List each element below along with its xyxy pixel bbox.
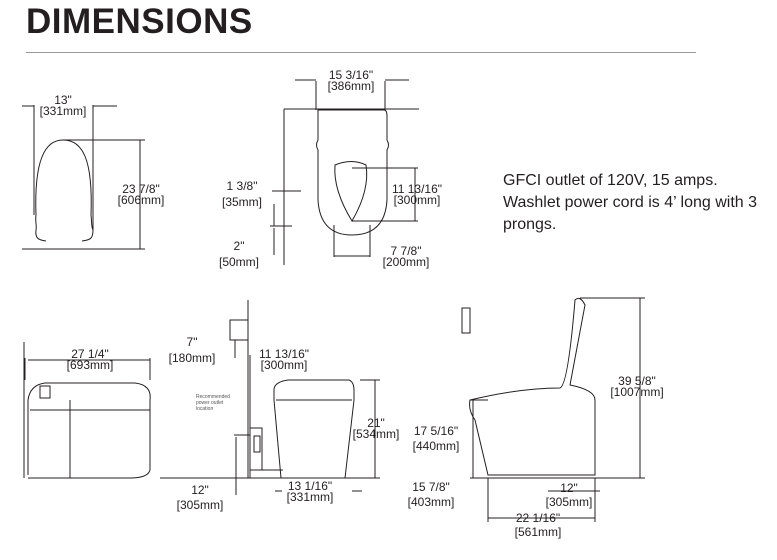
dim-rim-to-floor: 15 7/8"[403mm] <box>408 480 455 510</box>
dim-imperial: 12" <box>191 483 209 497</box>
dim-metric: [331mm] <box>286 490 334 504</box>
dim-imperial: 22 1/16" <box>515 511 561 525</box>
dim-lid-length: 23 7/8"[606mm] <box>117 182 165 207</box>
dim-metric: [200mm] <box>382 255 430 269</box>
power-note: GFCI outlet of 120V, 15 amps. Washlet pow… <box>503 170 757 236</box>
dim-supply-height: 7" [180mm] <box>169 334 216 366</box>
dim-imperial: 23 7/8" <box>122 182 160 196</box>
dim-lid-width: 13"[331mm] <box>39 93 87 118</box>
outlet-label-line: location <box>196 406 214 412</box>
dim-imperial: 27 1/4" <box>71 347 109 361</box>
side-view-lid-open <box>461 297 645 522</box>
dim-metric: [180mm] <box>168 351 216 365</box>
dim-bowl-width: 7 7/8"[200mm] <box>382 244 430 269</box>
dim-rough-in: 12"[305mm] <box>546 481 593 509</box>
outlet-label-line: power outlet <box>196 400 224 406</box>
dim-metric: [606mm] <box>117 193 165 207</box>
dim-base-width: 13 1/16"[331mm] <box>286 479 334 504</box>
dim-outlet-height: 12"[305mm] <box>177 483 224 513</box>
dim-rim-height: 17 5/16"[440mm] <box>413 424 460 454</box>
dim-metric: [534mm] <box>352 427 400 441</box>
title-divider <box>26 52 696 53</box>
dim-wall-to-center: 11 13/16"[300mm] <box>258 347 310 372</box>
dim-imperial: 39 5/8" <box>618 374 656 388</box>
dim-seat-width: 15 3/16"[386mm] <box>327 68 375 93</box>
dim-metric: [35mm] <box>221 195 263 209</box>
dim-metric: [1007mm] <box>610 385 664 399</box>
dim-overall-height: 39 5/8"[1007mm] <box>610 374 664 399</box>
dim-metric: [300mm] <box>260 358 308 372</box>
note-line: Washlet power cord is 4’ long with 3 <box>503 194 758 211</box>
front-view <box>160 300 380 495</box>
dim-valve-offset: 1 3/8" [35mm] <box>222 178 262 210</box>
dim-imperial: 13 1/16" <box>287 479 333 493</box>
outlet-label-line: Recommended <box>196 394 230 400</box>
side-view <box>23 342 151 479</box>
dim-bowl-length: 11 13/16"[300mm] <box>391 182 443 207</box>
dim-imperial: 12" <box>560 481 578 495</box>
note-line: prongs. <box>503 216 557 233</box>
dim-imperial: 1 3/8" <box>226 179 258 193</box>
dim-valve-height: 2" [50mm] <box>219 238 259 270</box>
dim-metric: [440mm] <box>412 439 460 453</box>
dim-imperial: 15 7/8" <box>412 480 450 494</box>
dim-imperial: 21" <box>367 416 385 430</box>
page-title: DIMENSIONS <box>26 2 253 41</box>
dim-metric: [300mm] <box>393 193 441 207</box>
dim-metric: [305mm] <box>176 498 224 512</box>
dim-metric: [331mm] <box>39 104 87 118</box>
lid-top-view <box>22 105 145 250</box>
note-line: GFCI outlet of 120V, 15 amps. <box>503 172 718 189</box>
dim-metric: [693mm] <box>66 358 114 372</box>
dim-imperial: 13" <box>54 93 72 107</box>
dim-imperial: 2" <box>233 239 245 253</box>
dim-seat-height: 21"[534mm] <box>352 416 400 441</box>
dim-imperial: 15 3/16" <box>328 68 374 82</box>
dim-metric: [561mm] <box>514 525 562 539</box>
dim-metric: [403mm] <box>407 495 455 509</box>
dim-overall-length: 27 1/4"[693mm] <box>66 347 114 372</box>
dim-imperial: 7 7/8" <box>390 244 422 258</box>
seat-top-view <box>270 79 419 265</box>
dim-metric: [50mm] <box>218 255 260 269</box>
dim-imperial: 17 5/16" <box>413 424 459 438</box>
dim-metric: [305mm] <box>545 495 593 509</box>
dim-imperial: 11 13/16" <box>391 182 443 196</box>
dim-base-depth: 22 1/16"[561mm] <box>515 511 562 539</box>
dim-metric: [386mm] <box>327 79 375 93</box>
dim-imperial: 11 13/16" <box>258 347 310 361</box>
dim-imperial: 7" <box>186 335 198 349</box>
